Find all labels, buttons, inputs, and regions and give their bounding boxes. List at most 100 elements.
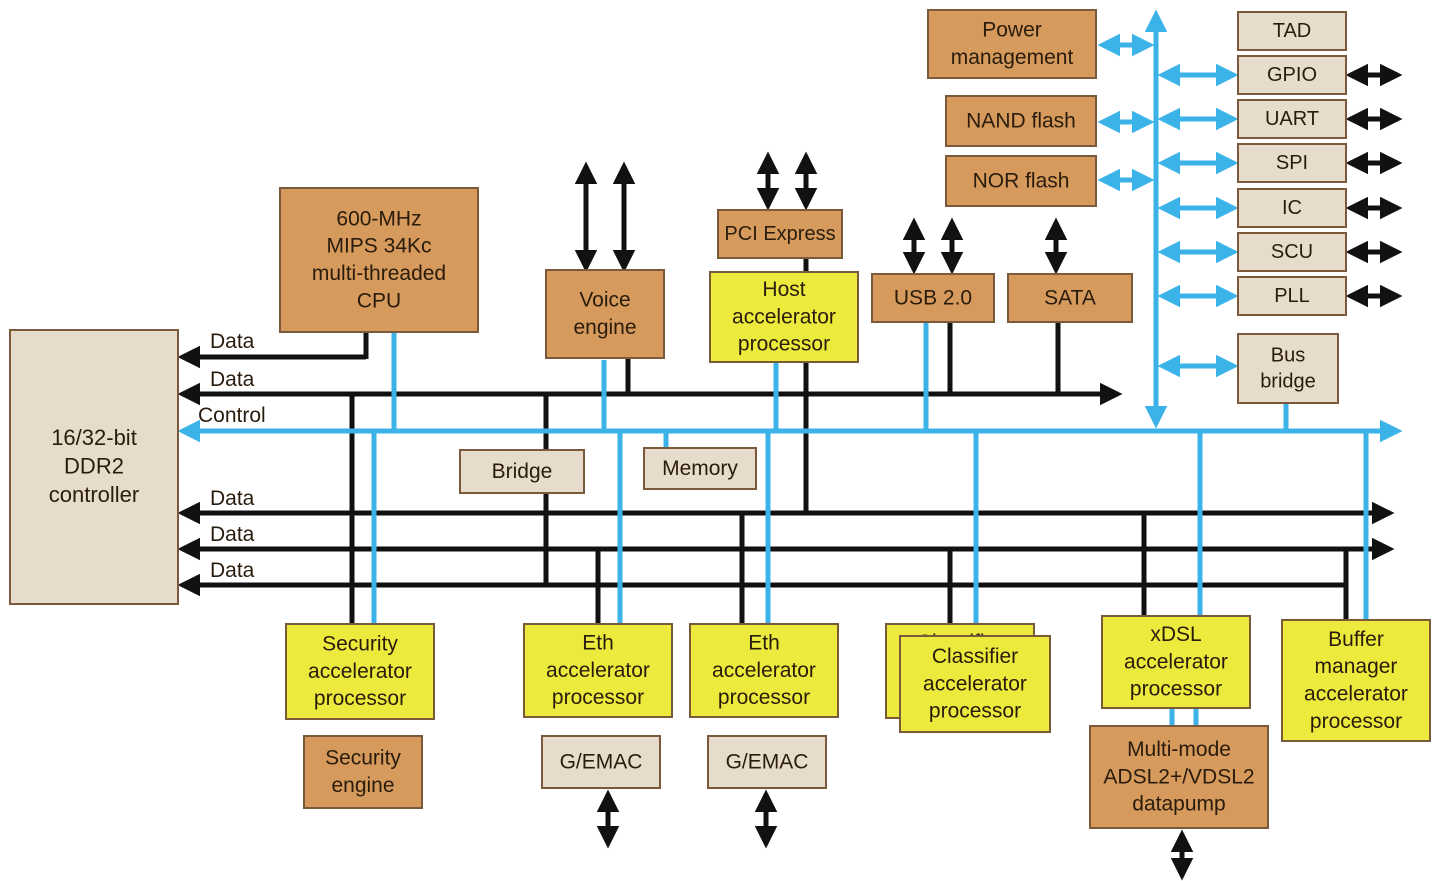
voice-engine-block-box — [545, 269, 665, 359]
security-engine-block: Security engine — [303, 735, 423, 809]
usb-block-box — [871, 273, 995, 323]
classifier-accelerator-block-label-3: processor — [929, 700, 1021, 723]
buffer-manager-block-label-1: Buffer — [1328, 628, 1384, 651]
gemac-block-1: G/EMAC — [541, 735, 661, 789]
security-engine-block-label-1: Security — [325, 747, 401, 770]
security-accelerator-block-box — [285, 623, 435, 720]
bus-bridge-block: Bus bridge — [1237, 333, 1339, 404]
cpu-block-box — [279, 187, 479, 333]
eth-accelerator-block-1-box — [523, 623, 673, 718]
gemac-block-2-box — [707, 735, 827, 789]
bus-label-data-1: Data — [210, 330, 255, 353]
gpio-block: GPIO — [1237, 55, 1347, 95]
ic-block-box — [1237, 188, 1347, 228]
bus-label-data-4: Data — [210, 523, 255, 546]
bus-labels: Data Data Control Data Data Data — [198, 330, 266, 582]
nor-flash-block-box — [945, 155, 1097, 207]
security-accelerator-block-label-2: accelerator — [308, 660, 412, 683]
scu-block: SCU — [1237, 232, 1347, 272]
eth-accelerator-block-1-label-2: accelerator — [546, 659, 650, 682]
buffer-manager-block-label-2: manager — [1315, 655, 1398, 678]
cpu-block-label-3: multi-threaded — [312, 262, 446, 285]
eth-accelerator-block-1-label-1: Eth — [582, 632, 614, 655]
security-accelerator-block: Security accelerator processor — [285, 623, 435, 720]
bus-bridge-block-box — [1237, 333, 1339, 404]
bridge-block-box — [459, 449, 585, 494]
security-accelerator-block-label-3: processor — [314, 687, 406, 710]
pll-block-box — [1237, 276, 1347, 316]
classifier-accelerator-block-label-2: accelerator — [923, 672, 1027, 695]
memory-block: Memory — [643, 447, 757, 490]
security-accelerator-block-label-1: Security — [322, 633, 398, 656]
ddr2-controller-block-box — [9, 329, 179, 605]
uart-block: UART — [1237, 99, 1347, 139]
bus-bridge-block-label-1: Bus — [1271, 345, 1305, 367]
voice-engine-block-label-1: Voice — [579, 289, 630, 312]
sata-block-box — [1007, 273, 1133, 323]
eth-accelerator-block-2-box — [689, 623, 839, 718]
sata-block: SATA — [1007, 273, 1133, 323]
gpio-block-label-1: GPIO — [1267, 64, 1317, 86]
pll-block-label-1: PLL — [1274, 285, 1310, 307]
host-accelerator-block-label-3: processor — [738, 333, 830, 356]
uart-block-box — [1237, 99, 1347, 139]
ddr2-controller-block-label-3: controller — [49, 482, 139, 507]
bus-bridge-block-label-2: bridge — [1260, 371, 1316, 393]
buffer-manager-block-box — [1281, 619, 1431, 742]
nor-flash-block-label-1: NOR flash — [973, 169, 1070, 192]
ddr2-controller-block-label-1: 16/32-bit — [51, 425, 137, 450]
bus-label-data-2: Data — [210, 368, 255, 391]
security-engine-block-label-2: engine — [331, 774, 394, 797]
bus-label-control: Control — [198, 404, 266, 427]
voice-engine-block-label-2: engine — [573, 316, 636, 339]
bus-label-data-3: Data — [210, 487, 255, 510]
pci-express-block: PCI Express — [717, 209, 843, 259]
gemac-block-1-box — [541, 735, 661, 789]
xdsl-accelerator-block-label-1: xDSL — [1150, 623, 1201, 646]
cpu-block-label-4: CPU — [357, 289, 401, 312]
host-accelerator-block-label-1: Host — [762, 278, 805, 301]
host-accelerator-block-box — [709, 271, 859, 363]
bus-label-data-5: Data — [210, 559, 255, 582]
tad-block: TAD — [1237, 11, 1347, 51]
datapump-block-label-2: ADSL2+/VDSL2 — [1103, 765, 1254, 788]
classifier-accelerator-block-box — [899, 635, 1051, 733]
nand-flash-block-label-1: NAND flash — [966, 109, 1076, 132]
scu-block-box — [1237, 232, 1347, 272]
spi-block-label-1: SPI — [1276, 152, 1308, 174]
ddr2-controller-block-label-2: DDR2 — [64, 454, 124, 479]
memory-block-box — [643, 447, 757, 490]
voice-engine-block: Voice engine — [545, 269, 665, 359]
eth-accelerator-block-2-label-1: Eth — [748, 632, 780, 655]
gemac-block-1-label-1: G/EMAC — [560, 750, 643, 773]
tad-block-label-1: TAD — [1273, 20, 1312, 42]
host-accelerator-block-label-2: accelerator — [732, 305, 836, 328]
datapump-block-label-1: Multi-mode — [1127, 738, 1231, 761]
bridge-block: Bridge — [459, 449, 585, 494]
nand-flash-block: NAND flash — [945, 95, 1097, 147]
eth-accelerator-block-1-label-3: processor — [552, 686, 644, 709]
ic-block: IC — [1237, 188, 1347, 228]
datapump-block-box — [1089, 725, 1269, 829]
spi-block: SPI — [1237, 143, 1347, 183]
pci-express-block-label-1: PCI Express — [724, 223, 835, 245]
gemac-block-2: G/EMAC — [707, 735, 827, 789]
connections — [177, 9, 1403, 881]
cpu-block-label-2: MIPS 34Kc — [326, 235, 431, 258]
xdsl-accelerator-block-box — [1101, 615, 1251, 709]
uart-block-label-1: UART — [1265, 108, 1319, 130]
host-accelerator-block: Host accelerator processor — [709, 271, 859, 363]
sata-block-label-1: SATA — [1044, 286, 1096, 309]
gpio-block-box — [1237, 55, 1347, 95]
power-management-block-label-2: management — [951, 46, 1074, 69]
usb-block: USB 2.0 — [871, 273, 995, 323]
eth-accelerator-block-2-label-2: accelerator — [712, 659, 816, 682]
